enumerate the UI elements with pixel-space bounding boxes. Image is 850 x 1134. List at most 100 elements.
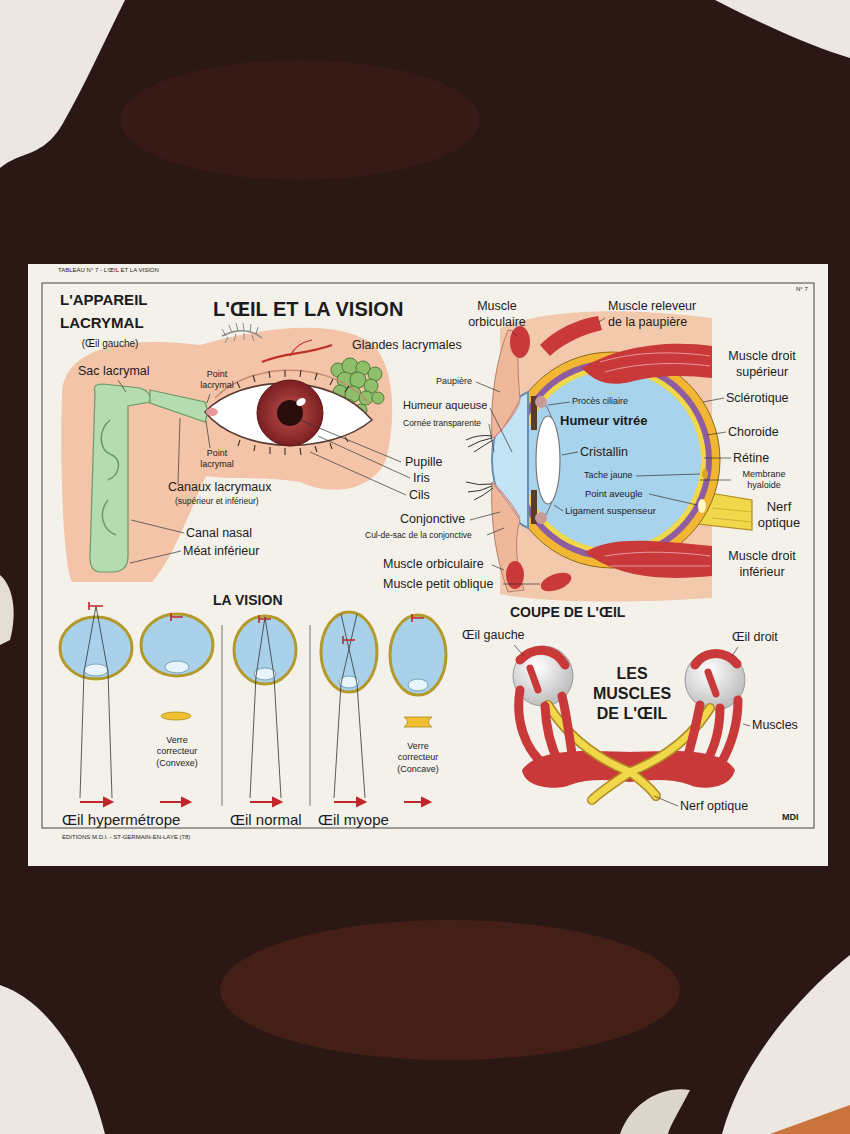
cowhide-background bbox=[0, 0, 125, 168]
poster-art bbox=[206, 421, 210, 448]
part-label: Humeur vitrée bbox=[560, 413, 647, 429]
part-label: Humeur aqueuse bbox=[403, 399, 487, 413]
poster-art bbox=[520, 650, 565, 665]
section-heading: LES MUSCLES DE L'ŒIL bbox=[583, 664, 681, 724]
poster-art bbox=[649, 494, 697, 505]
eye-section-illustration bbox=[538, 569, 574, 595]
poster-art bbox=[743, 724, 750, 726]
part-label: Nerf optique bbox=[754, 499, 804, 532]
part-label: Muscle orbiculaire bbox=[457, 299, 537, 330]
cowhide-background bbox=[770, 1105, 850, 1134]
cowhide-background bbox=[722, 955, 850, 1134]
poster-art bbox=[182, 798, 190, 806]
eye-section-illustration bbox=[536, 416, 560, 504]
poster-art bbox=[514, 645, 750, 806]
part-label: Cristallin bbox=[580, 445, 628, 461]
poster-art bbox=[390, 615, 446, 695]
part-label: Muscle orbiculaire bbox=[383, 557, 484, 573]
header-note: TABLEAU N° 7 - L'ŒIL ET LA VISION bbox=[58, 267, 159, 275]
poster-art bbox=[592, 772, 630, 800]
lacrimal-illustration bbox=[238, 437, 348, 455]
lacrimal-illustration bbox=[61, 323, 410, 582]
poster-art bbox=[490, 408, 512, 452]
eye-section-illustration bbox=[512, 360, 712, 560]
part-label: Muscle droit supérieur bbox=[719, 349, 805, 380]
poster-art bbox=[80, 798, 430, 806]
plate-number: N° 7 bbox=[796, 286, 808, 294]
poster-art bbox=[357, 798, 365, 806]
part-label: Muscles bbox=[752, 718, 798, 734]
lacrimal-illustration bbox=[61, 328, 392, 582]
eye-section-illustration bbox=[605, 552, 710, 566]
poster-art bbox=[408, 679, 428, 691]
poster-art bbox=[636, 474, 700, 476]
poster-art bbox=[412, 614, 424, 622]
poster-art bbox=[334, 614, 357, 798]
part-label: Œil gauche bbox=[462, 628, 525, 644]
part-label: Muscle petit oblique bbox=[383, 577, 493, 593]
poster-art bbox=[259, 615, 271, 623]
eye-section-illustration bbox=[585, 541, 712, 578]
cowhide-background bbox=[715, 0, 850, 58]
part-label: Sac lacrymal bbox=[78, 364, 150, 380]
poster-sheet bbox=[28, 264, 828, 866]
cowhide-background bbox=[220, 920, 680, 1060]
poster-art bbox=[704, 458, 731, 459]
poster-art bbox=[130, 551, 181, 563]
part-label: Paupière bbox=[436, 376, 472, 387]
lacrimal-illustration bbox=[257, 380, 323, 446]
poster-art bbox=[470, 318, 731, 584]
eye-section-illustration bbox=[494, 402, 520, 518]
lacrimal-illustration bbox=[222, 323, 258, 343]
poster-art bbox=[503, 584, 540, 585]
part-label: Pupille bbox=[405, 455, 443, 471]
poster-art bbox=[341, 614, 365, 798]
poster-sheet bbox=[42, 283, 814, 828]
poster-art bbox=[599, 318, 605, 322]
poster-art bbox=[372, 392, 384, 404]
poster-art bbox=[89, 602, 103, 610]
poster-art bbox=[300, 420, 401, 462]
poster-art bbox=[548, 402, 570, 405]
poster-art bbox=[80, 801, 106, 803]
publisher-note: EDITIONS M.D.I. - ST-GERMAIN-EN-LAYE (78… bbox=[62, 834, 190, 842]
poster-art bbox=[131, 520, 184, 533]
poster-art bbox=[104, 798, 112, 806]
part-label: Point aveugle bbox=[585, 488, 643, 500]
eye-section-illustration bbox=[535, 396, 547, 408]
poster-art bbox=[519, 690, 545, 765]
lacrimal-illustration bbox=[290, 340, 312, 356]
poster-art bbox=[630, 772, 656, 796]
part-label: Cul-de-sac de la conjonctive bbox=[365, 530, 472, 541]
part-label: Point lacrymal bbox=[194, 448, 240, 471]
eye-section-illustration bbox=[535, 512, 547, 524]
part-label: Glandes lacrymales bbox=[352, 338, 462, 354]
part-label: (Œil gauche) bbox=[70, 338, 150, 351]
part-label: Cils bbox=[409, 488, 430, 504]
part-label: Procès ciliaire bbox=[572, 396, 628, 407]
poster-art bbox=[250, 801, 275, 803]
lens-label: Verre correcteur (Concave) bbox=[391, 741, 446, 775]
poster-art bbox=[207, 394, 210, 403]
vision-illustration bbox=[161, 712, 191, 720]
poster-art bbox=[705, 708, 720, 765]
poster-art bbox=[492, 565, 504, 570]
vision-illustration bbox=[404, 717, 432, 727]
eye-section-illustration bbox=[698, 499, 706, 513]
poster-art bbox=[703, 398, 724, 402]
part-label: Muscle releveur de la paupière bbox=[608, 299, 708, 330]
eye-type-label: Œil myope bbox=[318, 811, 389, 830]
eye-section-illustration bbox=[523, 371, 701, 549]
eye-section-illustration bbox=[492, 482, 524, 592]
poster-art bbox=[359, 391, 373, 405]
poster-art bbox=[707, 432, 726, 435]
poster-art bbox=[84, 664, 108, 676]
poster-art bbox=[250, 617, 265, 798]
part-label: Iris bbox=[413, 471, 430, 487]
poster-art bbox=[700, 480, 731, 481]
part-label: Conjonctive bbox=[400, 512, 465, 528]
poster-art bbox=[470, 512, 500, 520]
eye-type-label: Œil normal bbox=[230, 811, 302, 830]
poster-art bbox=[60, 612, 446, 695]
